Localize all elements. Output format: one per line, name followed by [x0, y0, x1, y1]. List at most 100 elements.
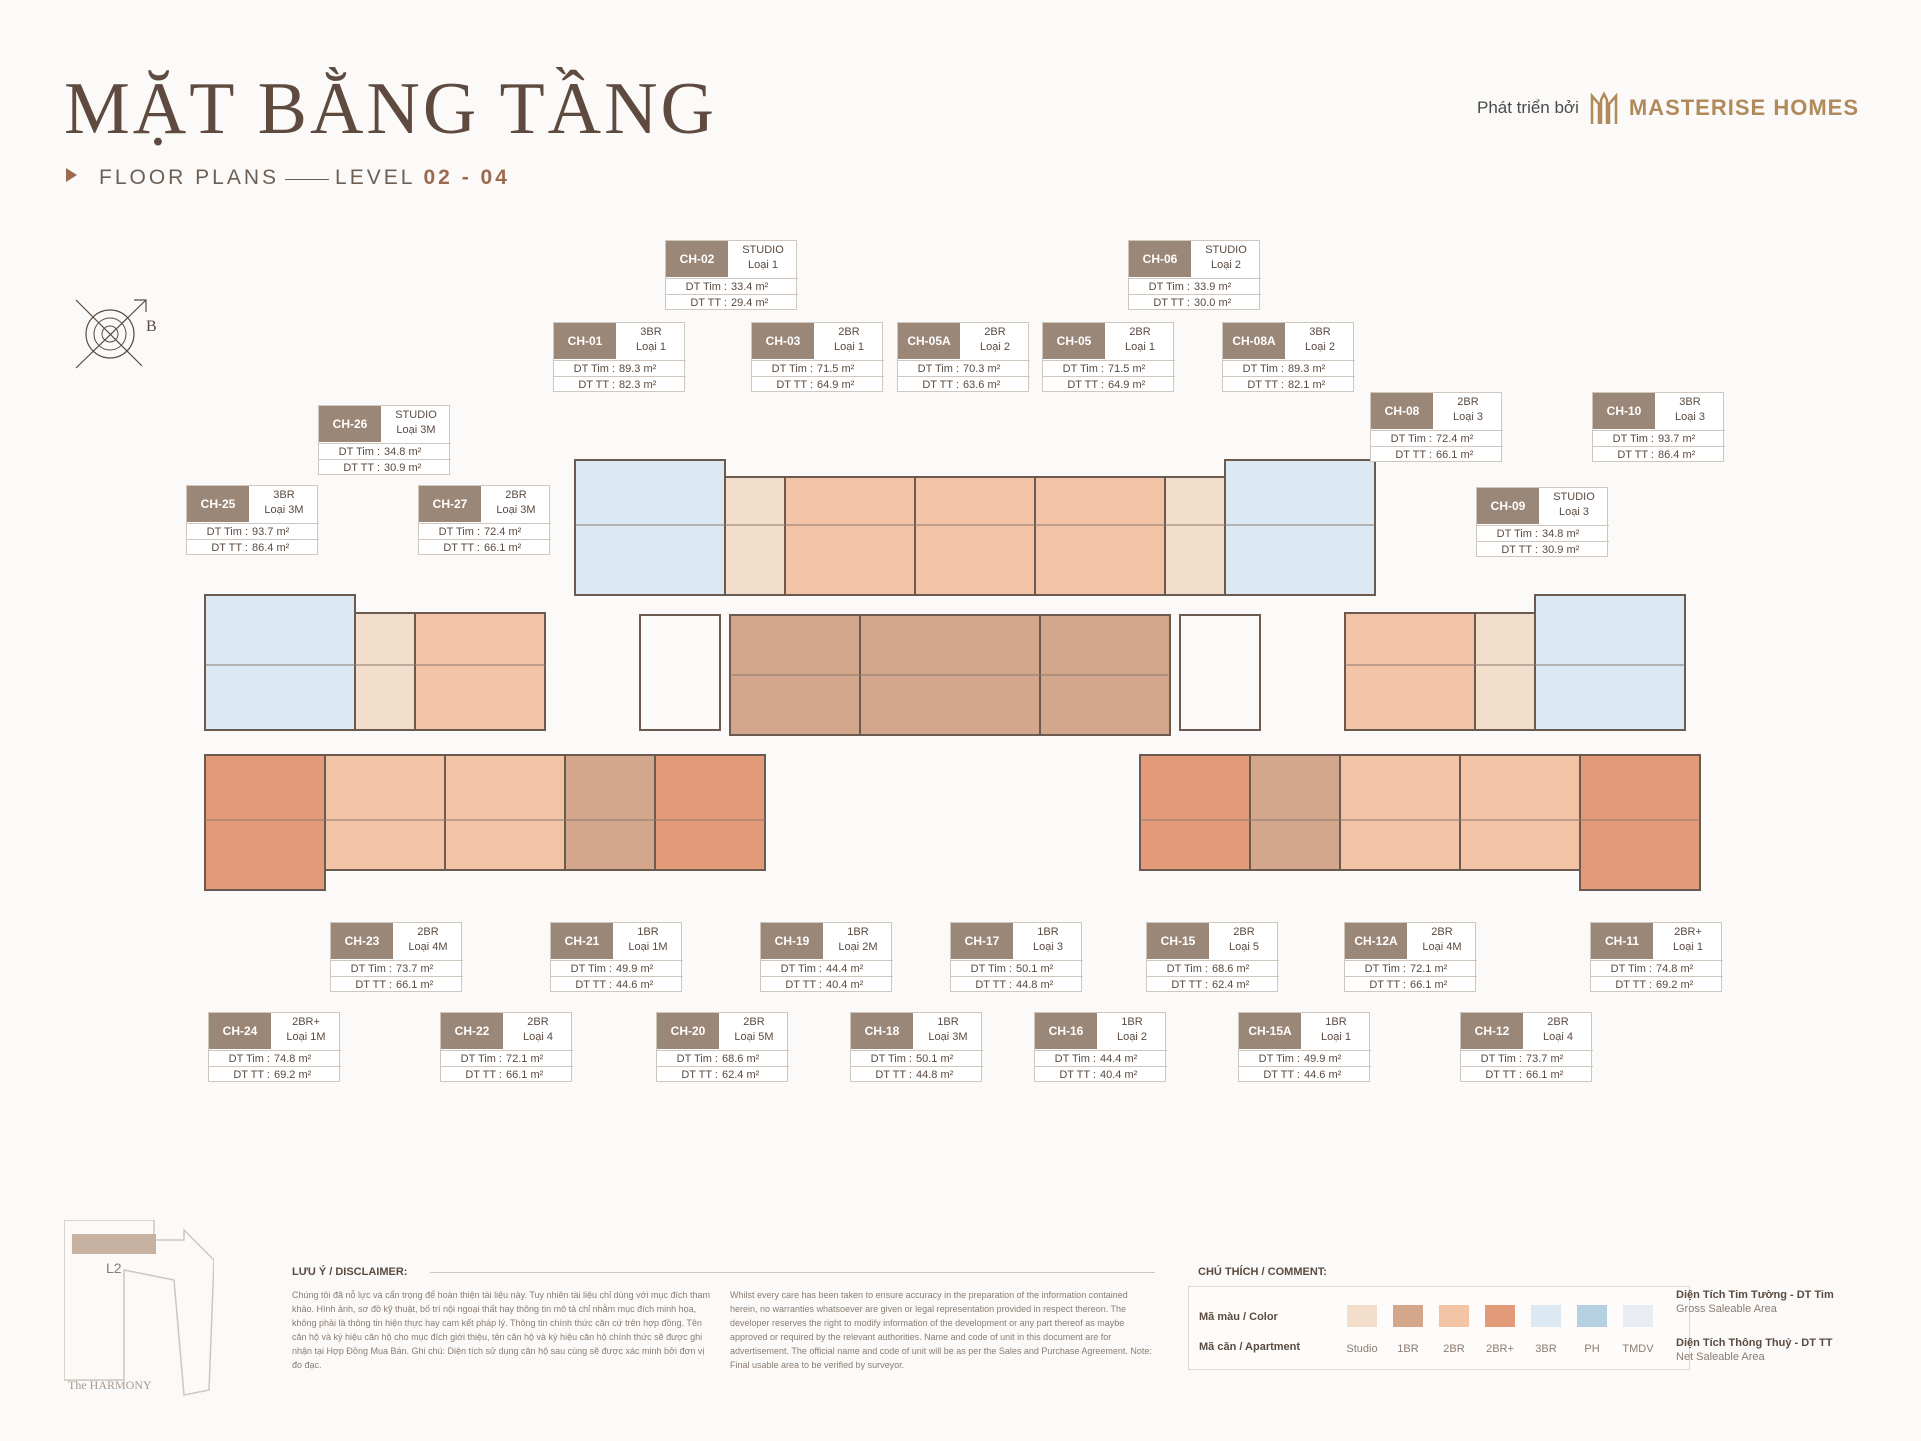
unit-dt-tt: 40.4 m² [1100, 1069, 1138, 1081]
compass-icon [75, 299, 147, 369]
unit-type: 2BR [417, 926, 439, 938]
legend-swatch [1485, 1305, 1515, 1327]
dt-tt-label: DT TT : [1059, 1069, 1096, 1081]
dt-tt-label: DT TT : [1153, 297, 1190, 309]
unit-dt-tim: 44.4 m² [826, 963, 864, 975]
unit-kind: Loại 3 [1453, 411, 1483, 423]
unit-dt-tt: 44.8 m² [916, 1069, 954, 1081]
unit-dt-tim: 33.9 m² [1194, 281, 1232, 293]
unit-code: CH-24 [209, 1013, 271, 1049]
subtitle-level: LEVEL [335, 166, 415, 189]
unit-code: CH-03 [752, 323, 814, 359]
unit-dt-tim: 68.6 m² [1212, 963, 1250, 975]
unit-code: CH-11 [1591, 923, 1653, 959]
dt-tt-label: DT TT : [1067, 379, 1104, 391]
unit-kind: Loại 3M [496, 504, 536, 516]
dt-tt-label: DT TT : [233, 1069, 270, 1081]
dt-tim-label: DT Tim : [870, 1053, 912, 1065]
dt-tt-label: DT TT : [690, 297, 727, 309]
dt-tim-label: DT Tim : [350, 963, 392, 975]
unit-kind: Loại 1 [834, 341, 864, 353]
unit-dt-tt: 82.1 m² [1288, 379, 1326, 391]
legend-swatch-label: 2BR+ [1486, 1343, 1514, 1355]
unit-dt-tt: 86.4 m² [1658, 449, 1696, 461]
unit-type: STUDIO [1205, 244, 1247, 256]
unit-dt-tt: 30.9 m² [1542, 544, 1580, 556]
unit-type: 3BR [273, 489, 295, 501]
unit-dt-tim: 93.7 m² [252, 526, 290, 538]
unit-kind: Loại 4M [1422, 941, 1462, 953]
unit-code: CH-12A [1345, 923, 1407, 959]
dt-tim-label: DT Tim : [460, 1053, 502, 1065]
dt-tim-label: DT Tim : [438, 526, 480, 538]
unit-code: CH-18 [851, 1013, 913, 1049]
dt-tt-label: DT TT : [1171, 979, 1208, 991]
dt-tim-label: DT Tim : [206, 526, 248, 538]
dt-tt-label: DT TT : [776, 379, 813, 391]
unit-dt-tt: 69.2 m² [1656, 979, 1694, 991]
unit-code: CH-08 [1371, 393, 1433, 429]
compass-north-label: B [146, 318, 157, 335]
triangle-icon [66, 168, 77, 182]
unit-dt-tim: 89.3 m² [619, 363, 657, 375]
unit-type: 3BR [1679, 396, 1701, 408]
dt-tt-label: DT TT : [443, 542, 480, 554]
unit-dt-tim: 49.9 m² [1304, 1053, 1342, 1065]
masterise-logo-icon [1590, 91, 1618, 124]
net-area-title: Diện Tích Thông Thuỷ - DT TT [1676, 1337, 1833, 1349]
unit-dt-tim: 44.4 m² [1100, 1053, 1138, 1065]
legend-swatch [1347, 1305, 1377, 1327]
dt-tim-label: DT Tim : [228, 1053, 270, 1065]
unit-type: 1BR [1121, 1016, 1143, 1028]
unit-kind: Loại 1 [748, 259, 778, 271]
unit-dt-tim: 50.1 m² [1016, 963, 1054, 975]
unit-type: 2BR [505, 489, 527, 501]
dt-tt-label: DT TT : [355, 979, 392, 991]
unit-kind: Loại 2 [1117, 1031, 1147, 1043]
unit-dt-tim: 89.3 m² [1288, 363, 1326, 375]
dt-tim-label: DT Tim : [771, 363, 813, 375]
unit-dt-tim: 71.5 m² [817, 363, 855, 375]
legend-apartment-label: Mã căn / Apartment [1199, 1341, 1301, 1353]
unit-kind: Loại 1 [1125, 341, 1155, 353]
unit-kind: Loại 2 [1305, 341, 1335, 353]
disclaimer-vi: Chúng tôi đã nỗ lực và cẩn trọng để hoàn… [292, 1290, 711, 1370]
unit-type: 1BR [1325, 1016, 1347, 1028]
unit-dt-tim: 71.5 m² [1108, 363, 1146, 375]
unit-dt-tim: 93.7 m² [1658, 433, 1696, 445]
unit-dt-tim: 33.4 m² [731, 281, 769, 293]
unit-dt-tim: 72.1 m² [1410, 963, 1448, 975]
developer-prefix: Phát triển bởi [1476, 98, 1579, 117]
unit-dt-tt: 62.4 m² [722, 1069, 760, 1081]
unit-dt-tt: 44.6 m² [1304, 1069, 1342, 1081]
unit-type: 2BR+ [1674, 926, 1702, 938]
page-title: MẶT BẰNG TẦNG [64, 68, 717, 150]
legend-swatch [1439, 1305, 1469, 1327]
dt-tt-label: DT TT : [681, 1069, 718, 1081]
unit-dt-tim: 73.7 m² [1526, 1053, 1564, 1065]
unit-kind: Loại 4 [1543, 1031, 1573, 1043]
unit-type: STUDIO [1553, 491, 1595, 503]
unit-dt-tt: 44.8 m² [1016, 979, 1054, 991]
unit-type: 2BR [527, 1016, 549, 1028]
dt-tt-label: DT TT : [922, 379, 959, 391]
unit-dt-tim: 34.8 m² [384, 446, 422, 458]
unit-code: CH-15A [1239, 1013, 1301, 1049]
unit-dt-tt: 30.0 m² [1194, 297, 1232, 309]
unit-code: CH-05A [898, 323, 960, 359]
